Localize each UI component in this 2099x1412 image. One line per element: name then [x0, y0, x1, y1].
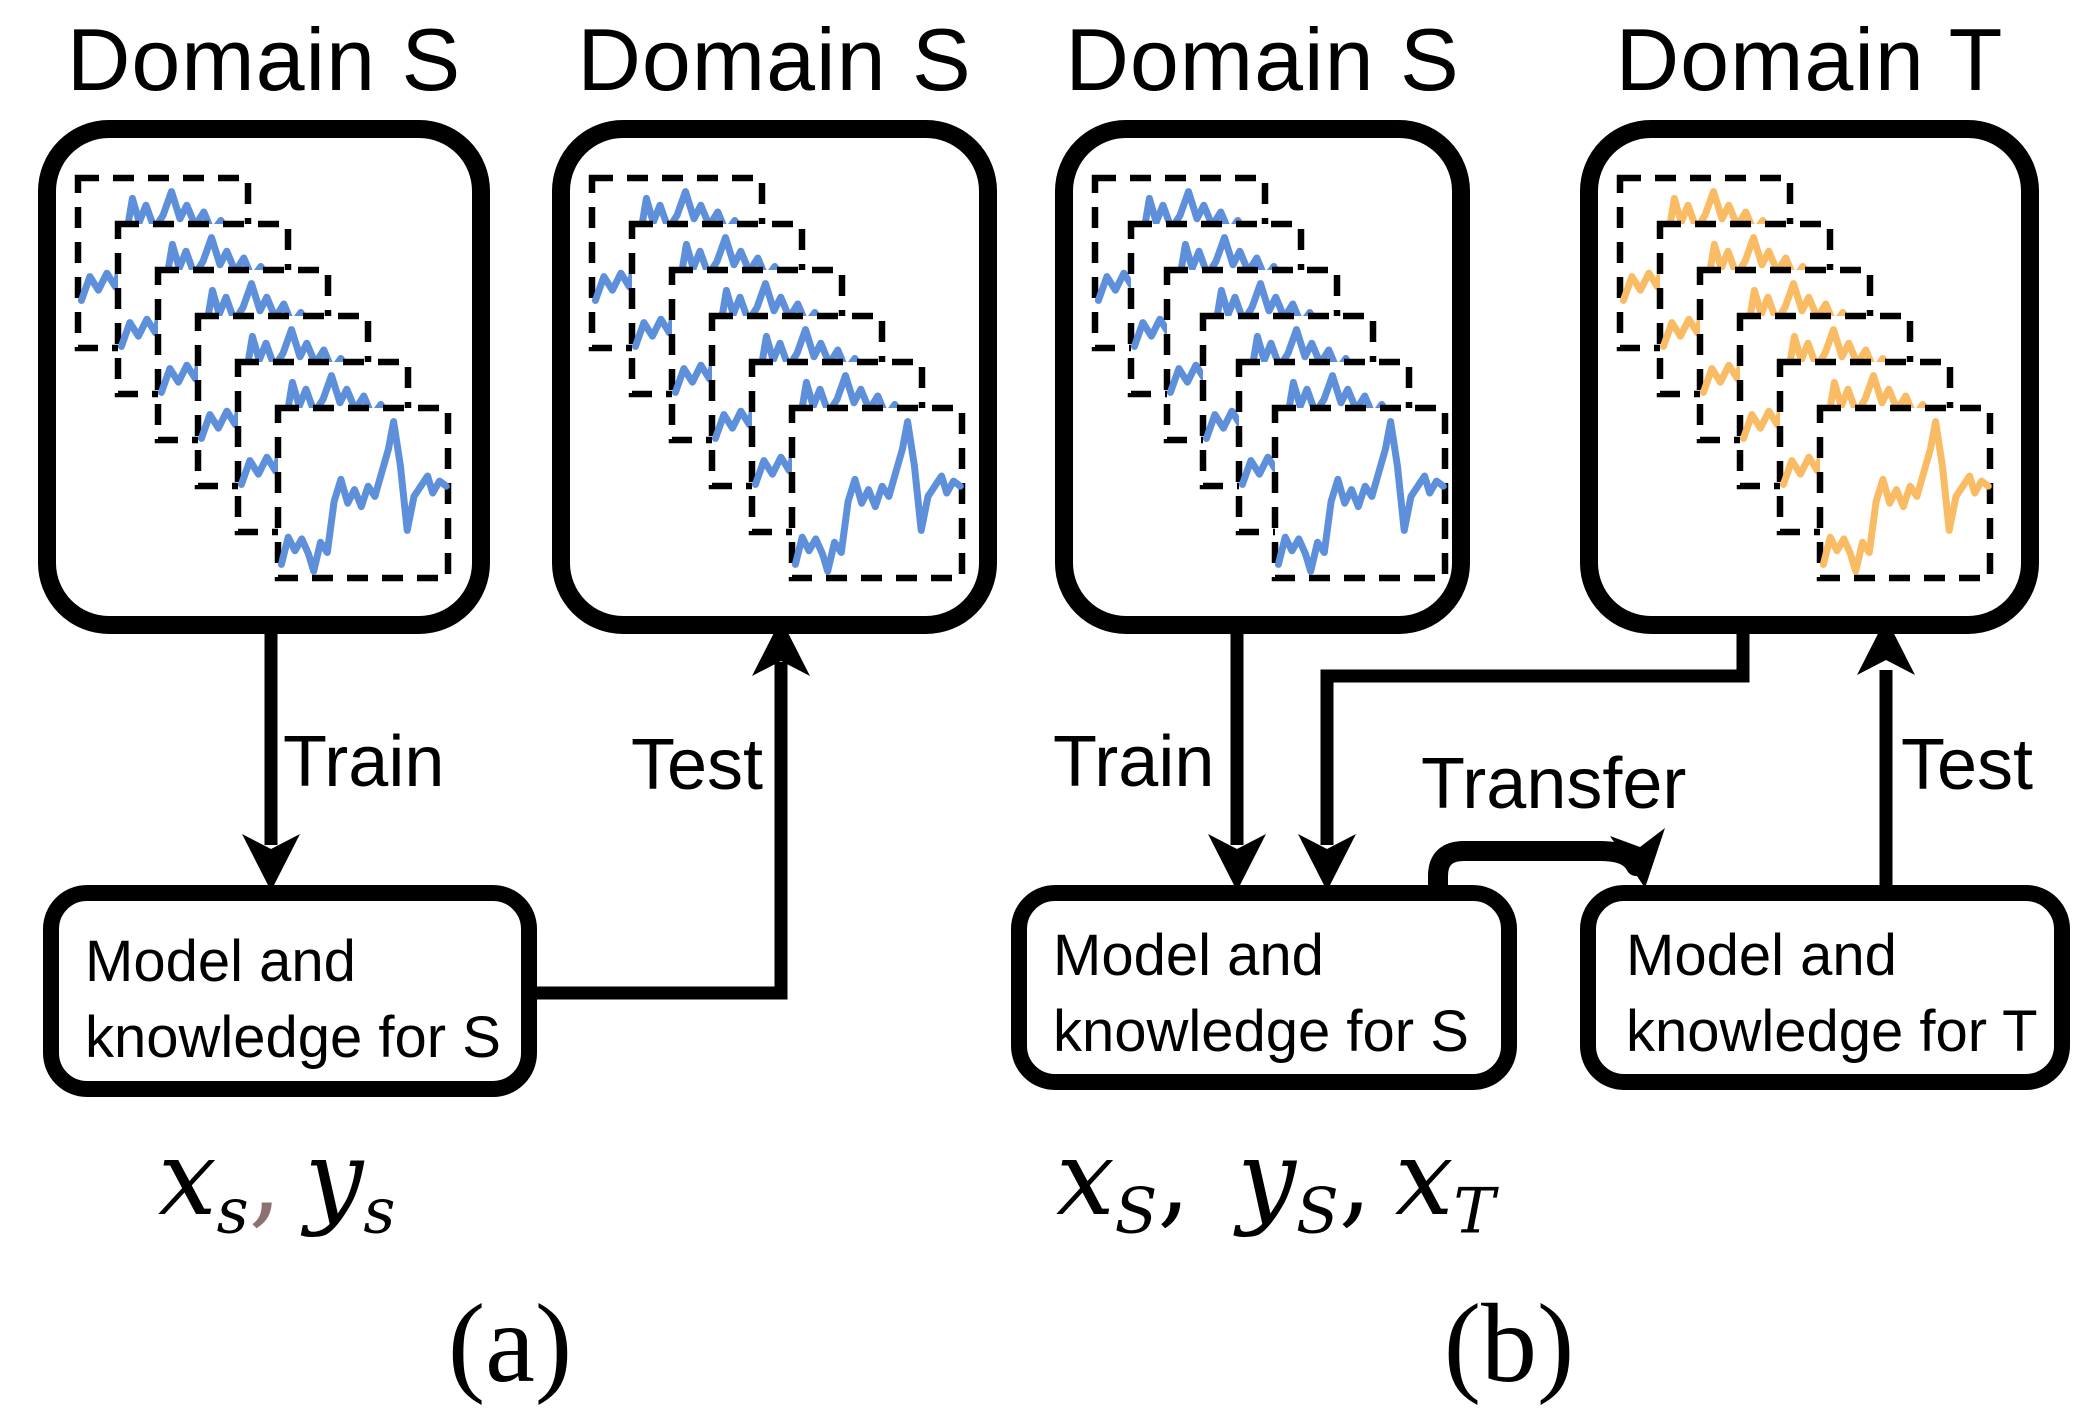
math-b-comma1: , — [1157, 1117, 1191, 1239]
train-label-b: Train — [1053, 722, 1215, 802]
domain-t-to-model-s-head — [1298, 834, 1356, 891]
math-a-x-sub: s — [216, 1174, 249, 1248]
model-a-line2: knowledge for S — [85, 1005, 501, 1070]
test-arrow-a-line — [530, 662, 788, 1000]
math-equation-a: xs,ys — [158, 1118, 395, 1272]
connectors-layer — [242, 618, 1915, 1000]
math-b-comma2: , — [1338, 1117, 1372, 1239]
domain-title-s3: Domain S — [1065, 10, 1460, 109]
train-arrow-b-head — [1208, 834, 1266, 891]
time-series-sparkline — [1274, 418, 1447, 575]
model-box-a — [43, 885, 537, 1097]
domain-title-s1: Domain S — [66, 10, 462, 109]
domain-box-4 — [1580, 120, 2039, 634]
train-arrow-a-head — [242, 834, 300, 891]
math-a-y: y — [304, 1117, 364, 1239]
model-a-text: Model and knowledge for S — [85, 924, 501, 1076]
model-t-line2: knowledge for T — [1626, 999, 2038, 1064]
model-t-line1: Model and — [1626, 923, 1897, 988]
math-a-comma: , — [248, 1117, 282, 1239]
domain-t-to-model-s-line — [1320, 620, 1750, 845]
math-b-x1: x — [1056, 1117, 1115, 1239]
time-series-sparkline — [277, 418, 450, 575]
domain-title-t: Domain T — [1615, 10, 2004, 109]
test-label-b: Test — [1901, 725, 2034, 805]
math-b-y: y — [1237, 1117, 1297, 1239]
domain-box-3 — [1055, 120, 1470, 634]
train-label-a: Train — [283, 722, 445, 802]
math-a-x: x — [158, 1117, 217, 1239]
transfer-label: Transfer — [1421, 744, 1687, 824]
test-label-a: Test — [631, 725, 764, 805]
model-s-text: Model and knowledge for S — [1053, 918, 1469, 1070]
math-b-x2-sub: T — [1453, 1174, 1495, 1248]
domain-title-s2: Domain S — [577, 10, 972, 109]
model-a-line1: Model and — [85, 929, 356, 994]
math-b-y-sub: S — [1296, 1174, 1339, 1248]
model-s-line1: Model and — [1053, 923, 1324, 988]
time-series-sparkline — [791, 418, 964, 575]
model-t-text: Model and knowledge for T — [1626, 918, 2038, 1070]
test-arrow-b-head — [1857, 618, 1915, 675]
math-equation-b: xS,yS,xT — [1056, 1118, 1495, 1272]
transfer-arrow-head — [1610, 828, 1665, 888]
math-b-x1-sub: S — [1114, 1174, 1158, 1248]
test-arrow-a-head — [752, 619, 810, 676]
caption-a: (a) — [447, 1282, 573, 1406]
math-a-y-sub: s — [363, 1174, 396, 1248]
time-series-sparkline — [1819, 418, 1992, 575]
model-box-s — [1011, 885, 1517, 1090]
math-b-x2: x — [1394, 1117, 1454, 1239]
domain-box-2 — [552, 120, 997, 634]
domain-box-1 — [38, 120, 490, 634]
model-boxes-layer — [43, 885, 2070, 1097]
domains-layer — [38, 120, 2039, 634]
caption-b: (b) — [1443, 1282, 1575, 1406]
model-s-line2: knowledge for S — [1053, 999, 1469, 1064]
model-box-t — [1580, 885, 2070, 1090]
